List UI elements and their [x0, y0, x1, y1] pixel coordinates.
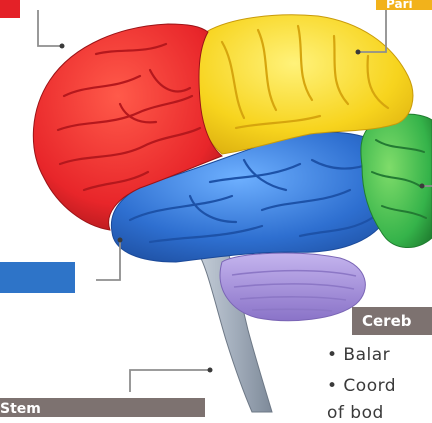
cerebellum-function-3: of bod — [327, 403, 384, 423]
parietal-lobe-label: Pari — [376, 0, 432, 10]
connector-frontal — [38, 10, 62, 46]
connector-stem — [130, 370, 210, 392]
cerebellum-function-2: • Coord — [327, 376, 396, 396]
brain-stem-label: Stem — [0, 398, 205, 417]
temporal-lobe-label — [0, 262, 75, 293]
cerebellum-label: Cereb — [352, 307, 432, 335]
cerebellum-function-1: • Balar — [327, 345, 390, 365]
frontal-lobe-label — [0, 0, 20, 18]
connector-temporal — [96, 240, 120, 280]
